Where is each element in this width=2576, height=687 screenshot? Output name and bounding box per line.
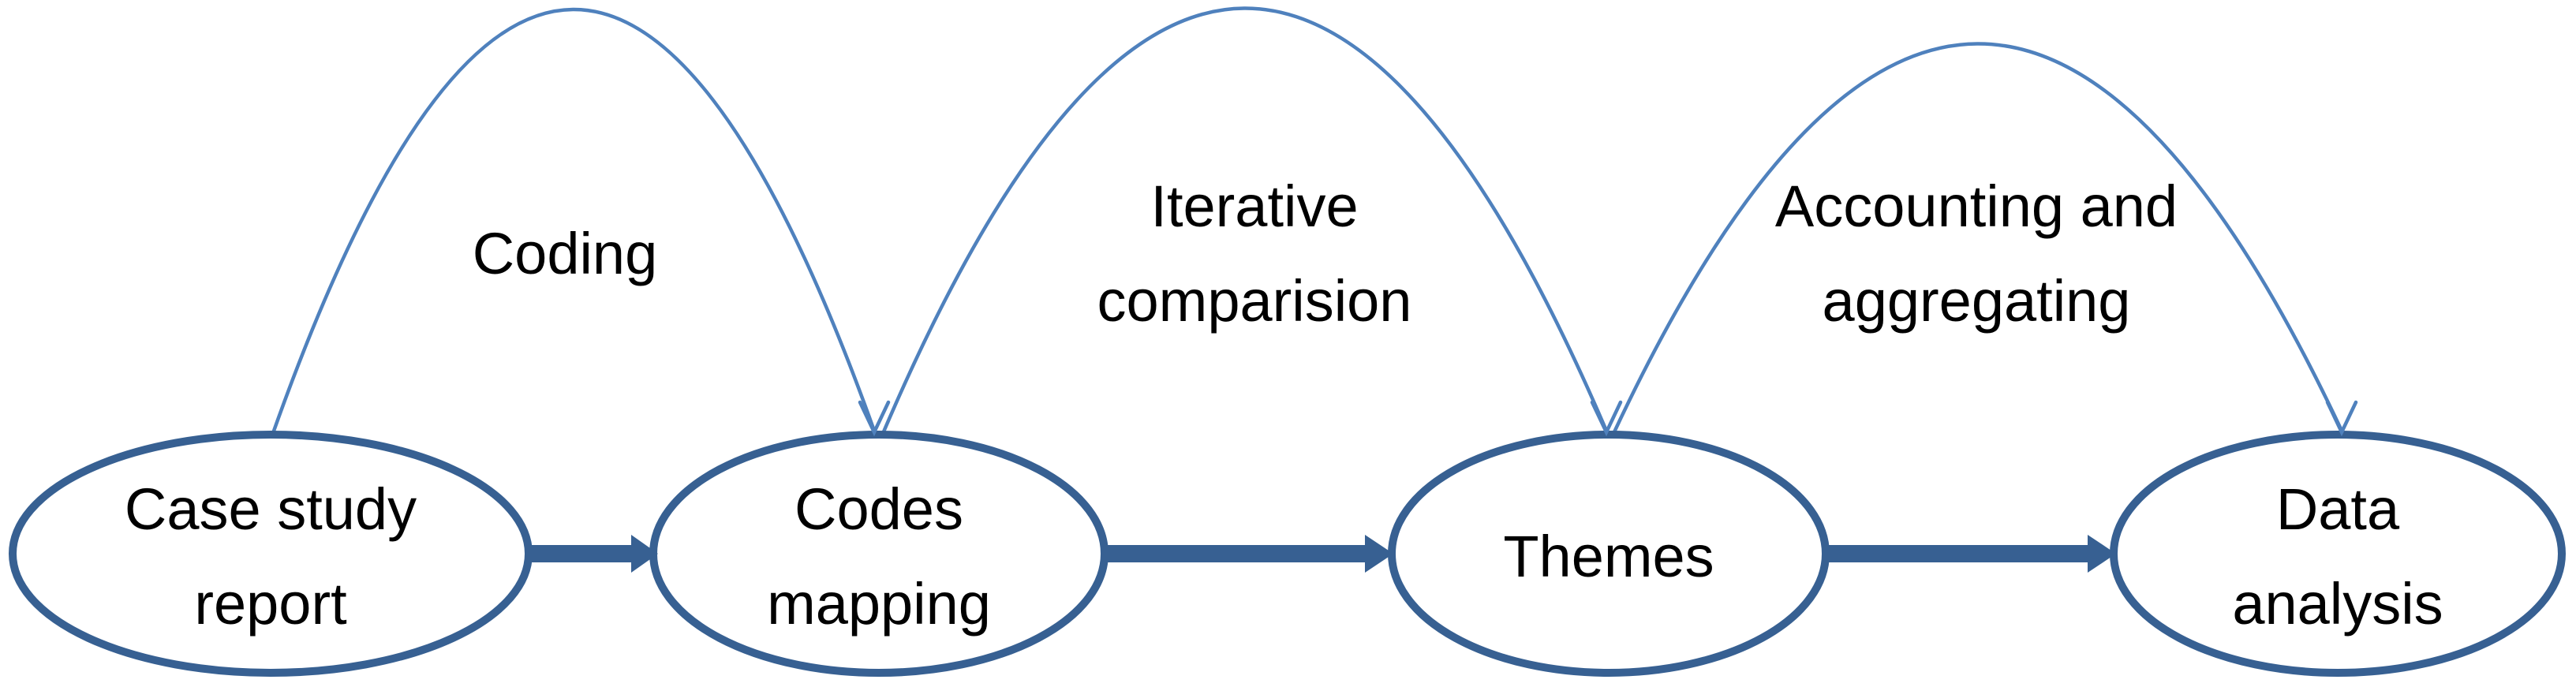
right-arrowhead-icon	[2088, 535, 2116, 573]
flow-arrow-2	[1103, 535, 1393, 573]
node-label-data-analysis: Data analysis	[2232, 462, 2443, 652]
loop-arc-coding	[270, 7, 877, 438]
node-label-line: analysis	[2232, 571, 2443, 637]
arc-down-arrowhead-icon	[2325, 400, 2358, 437]
loop-arc-iterative-curve	[880, 6, 1609, 438]
loop-arc-iterative-comparision	[880, 6, 1609, 438]
node-label-themes: Themes	[1503, 510, 1714, 604]
node-label-line: Data	[2275, 476, 2400, 542]
node-label-line: mapping	[767, 571, 991, 637]
edge-label-line: comparision	[1097, 268, 1412, 334]
edge-label-coding: Coding	[473, 207, 658, 301]
loop-arc-coding-curve	[270, 7, 877, 438]
flow-arrow-3	[1824, 535, 2116, 573]
edge-label-iterative-comparision: Iterative comparision	[1097, 159, 1412, 349]
arc-down-arrowhead-icon	[858, 400, 891, 437]
edge-label-accounting-aggregating: Accounting and aggregating	[1775, 159, 2178, 349]
node-label-line: report	[194, 571, 347, 637]
loop-arc-accounting-aggregating	[1610, 42, 2344, 438]
node-label-line: Codes	[794, 476, 963, 542]
node-label-codes-mapping: Codes mapping	[767, 462, 991, 652]
edge-label-line: aggregating	[1822, 268, 2131, 334]
edge-label-line: Iterative	[1150, 174, 1359, 239]
edge-label-line: Coding	[472, 221, 658, 286]
right-arrowhead-icon	[631, 535, 658, 573]
flow-arrow-1	[527, 535, 658, 573]
right-arrowhead-icon	[1365, 535, 1393, 573]
node-label-line: Case study	[124, 476, 417, 542]
edge-label-line: Accounting and	[1774, 174, 2178, 239]
arc-down-arrowhead-icon	[1590, 400, 1623, 437]
node-label-case-study-report: Case study report	[125, 462, 417, 652]
node-label-line: Themes	[1503, 524, 1714, 589]
loop-arc-accounting-curve	[1610, 42, 2344, 438]
